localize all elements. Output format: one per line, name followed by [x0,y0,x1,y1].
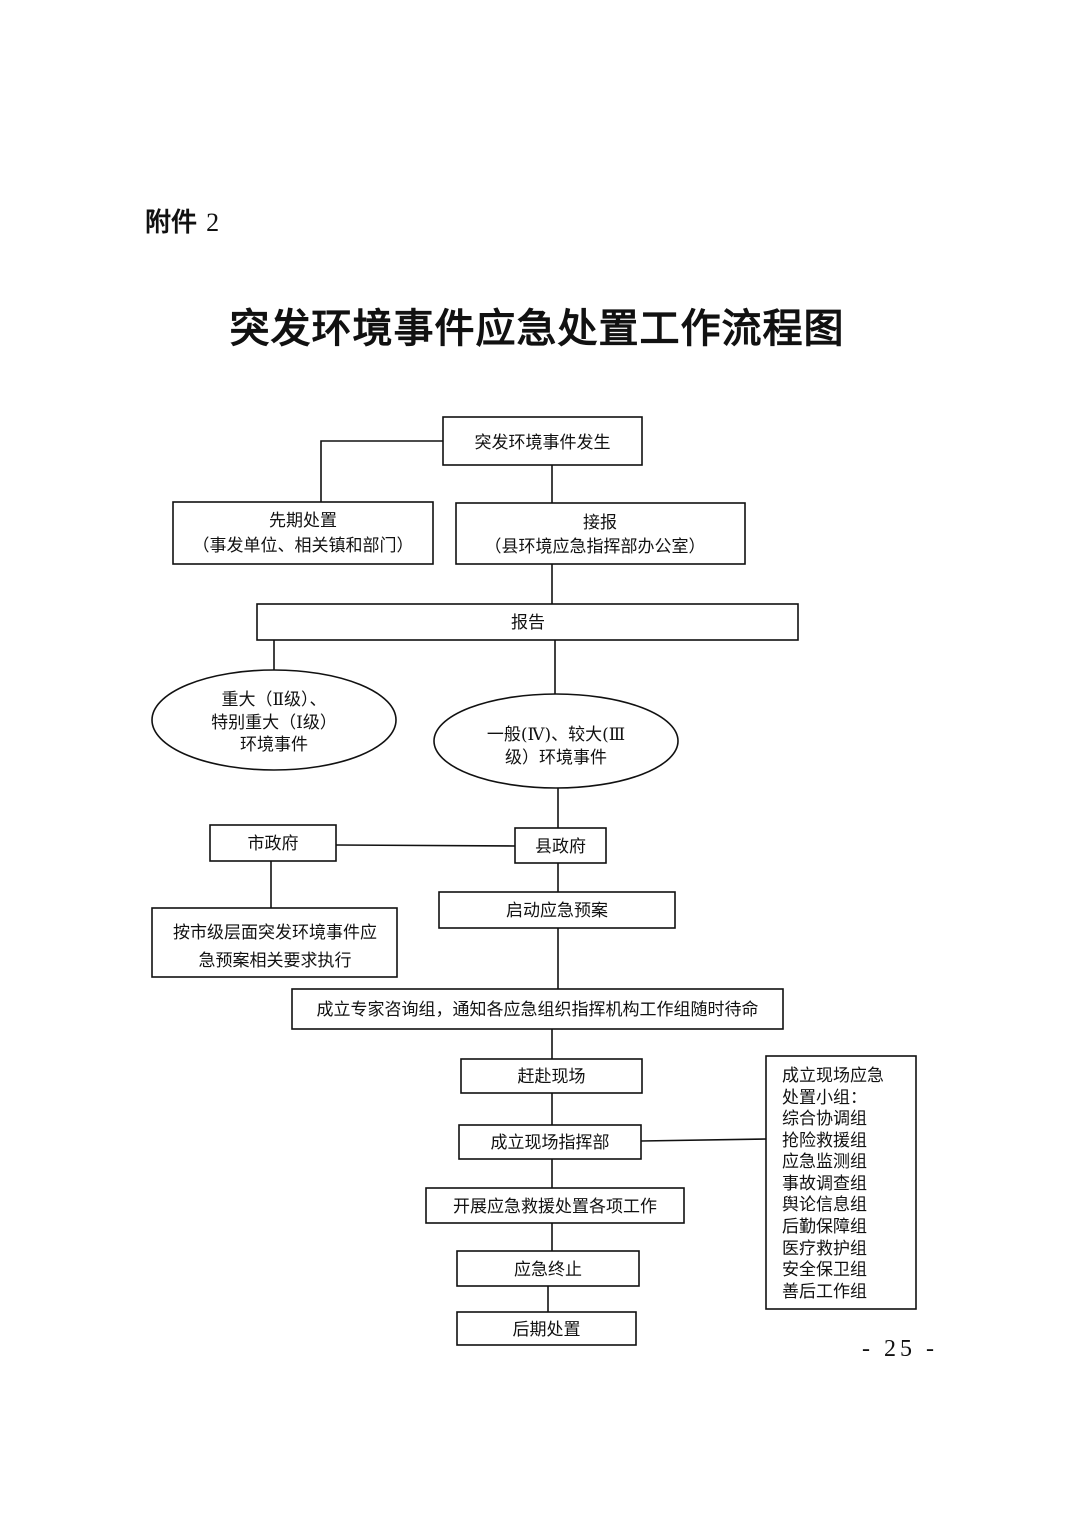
node-groups: 成立现场应急 处置小组： 综合协调组 抢险救援组 应急监测组 事故调查组 舆论信… [765,1055,917,1310]
group-item: 后勤保障组 [782,1217,867,1237]
node-carry-out: 开展应急救援处置各项工作 [425,1187,685,1224]
node-major-events-line1: 重大（Ⅱ级）、 [221,690,326,710]
node-groups-header1: 成立现场应急 [782,1066,884,1086]
node-city-gov-text: 市政府 [248,834,299,854]
node-major-events-line3: 环境事件 [240,735,308,755]
connector-occurrence-initial [320,440,443,502]
node-carry-out-text: 开展应急救援处置各项工作 [453,1197,657,1217]
node-receive-report-line2: （县环境应急指挥部办公室） [485,537,706,557]
node-expert-group: 成立专家咨询组，通知各应急组织指挥机构工作组随时待命 [291,988,784,1030]
attachment-number: 2 [206,208,220,237]
group-item: 舆论信息组 [782,1195,867,1215]
node-aftermath: 后期处置 [456,1311,637,1346]
node-city-plan-line1: 按市级层面突发环境事件应 [173,923,377,943]
node-expert-group-text: 成立专家咨询组，通知各应急组织指挥机构工作组随时待命 [317,1000,759,1020]
node-major-events: 重大（Ⅱ级）、 特别重大（Ⅰ级） 环境事件 [151,669,397,771]
node-initial-disposal-line2: （事发单位、相关镇和部门） [193,536,414,556]
node-start-plan: 启动应急预案 [438,891,676,929]
node-initial-disposal: 先期处置 （事发单位、相关镇和部门） [172,501,434,565]
group-item: 事故调查组 [782,1174,867,1194]
node-terminate: 应急终止 [456,1250,640,1287]
group-item: 善后工作组 [782,1282,867,1302]
group-item: 抢险救援组 [782,1131,867,1151]
group-item: 安全保卫组 [782,1260,867,1280]
node-scene-hq-text: 成立现场指挥部 [491,1133,610,1153]
node-groups-header2: 处置小组： [782,1088,867,1108]
connector-lines [270,440,767,1312]
connector-hq-groups [640,1138,767,1142]
attachment-label: 附件 2 [145,202,219,239]
node-major-events-line2: 特别重大（Ⅰ级） [211,713,337,733]
node-scene-hq: 成立现场指挥部 [458,1124,642,1160]
node-report: 报告 [256,603,799,641]
node-general-events-line1: 一般(Ⅳ)、较大(Ⅲ [487,725,625,745]
node-occurrence-text: 突发环境事件发生 [475,433,611,453]
node-terminate-text: 应急终止 [514,1260,582,1280]
node-rush-scene: 赶赴现场 [460,1058,643,1094]
node-city-plan: 按市级层面突发环境事件应 急预案相关要求执行 [151,907,398,978]
node-general-events-line2: 级）环境事件 [505,748,607,768]
node-start-plan-text: 启动应急预案 [506,901,608,921]
node-city-plan-line2: 急预案相关要求执行 [199,951,352,971]
group-item: 医疗救护组 [782,1239,867,1259]
node-receive-report-line1: 接报 [583,513,617,533]
node-occurrence: 突发环境事件发生 [442,416,643,466]
node-report-text: 报告 [511,613,545,633]
page-number: - 25 - [862,1336,938,1362]
node-city-gov: 市政府 [209,824,337,862]
node-county-gov: 县政府 [514,827,607,864]
node-rush-scene-text: 赶赴现场 [518,1067,586,1087]
node-initial-disposal-line1: 先期处置 [269,511,337,531]
node-general-events: 一般(Ⅳ)、较大(Ⅲ 级）环境事件 [433,693,679,789]
attachment-word: 附件 [145,208,198,238]
node-receive-report: 接报 （县环境应急指挥部办公室） [455,502,746,565]
connector-city-county [335,844,516,847]
page-title: 突发环境事件应急处置工作流程图 [229,305,845,352]
node-aftermath-text: 后期处置 [513,1320,581,1340]
group-item: 应急监测组 [782,1152,867,1172]
group-item: 综合协调组 [782,1109,867,1129]
node-county-gov-text: 县政府 [535,837,586,857]
